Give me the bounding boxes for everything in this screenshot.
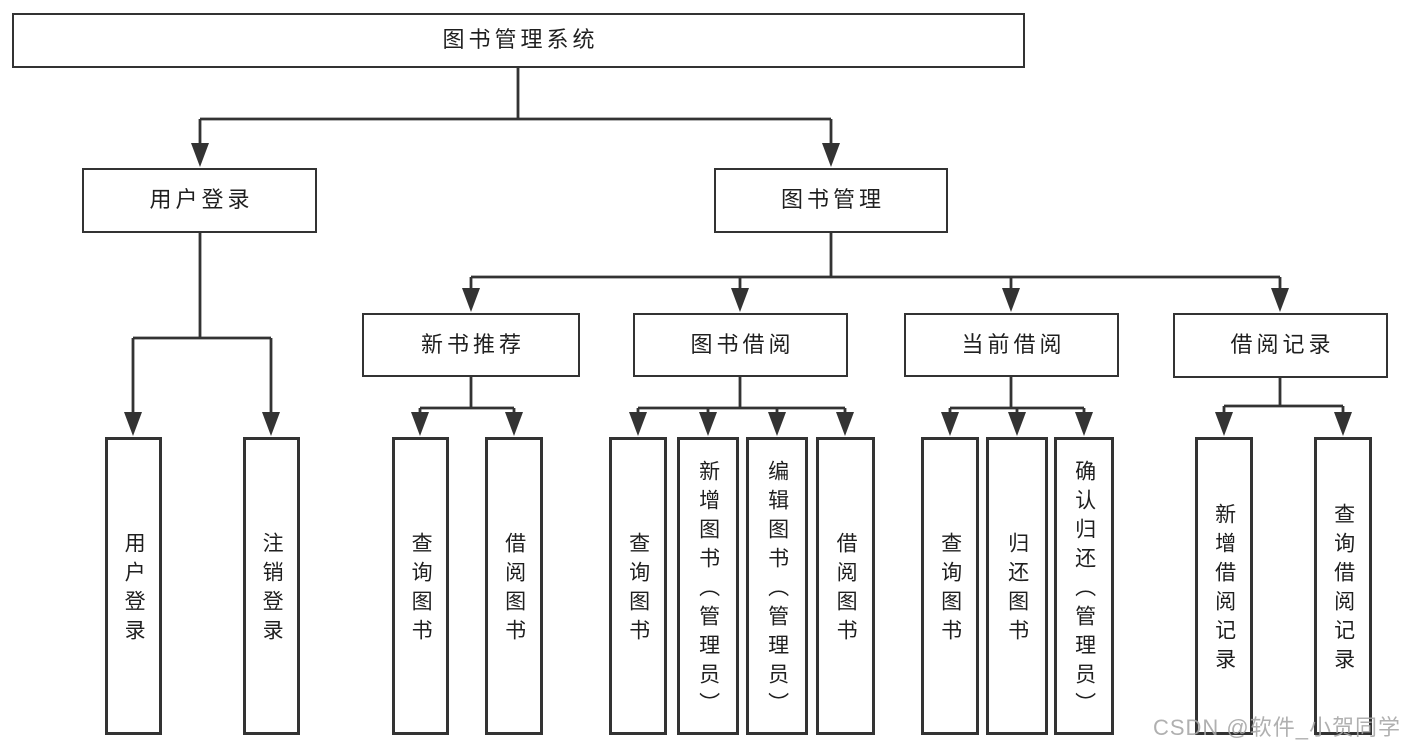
leaf-edit-book-admin: 编辑图书（管理员） bbox=[746, 437, 808, 735]
arrow-down-icon bbox=[191, 143, 209, 167]
arrow-down-icon bbox=[262, 412, 280, 436]
leaf-query-book-recommend: 查询图书 bbox=[392, 437, 449, 735]
arrow-down-icon bbox=[1075, 412, 1093, 436]
arrow-down-icon bbox=[731, 288, 749, 312]
leaf-return-book: 归还图书 bbox=[986, 437, 1048, 735]
node-new-book-recommend: 新书推荐 bbox=[362, 313, 580, 377]
leaf-borrow-book-recommend: 借阅图书 bbox=[485, 437, 543, 735]
arrow-down-icon bbox=[505, 412, 523, 436]
arrow-down-icon bbox=[836, 412, 854, 436]
leaf-add-book-admin: 新增图书（管理员） bbox=[677, 437, 739, 735]
arrow-down-icon bbox=[941, 412, 959, 436]
node-current-borrow: 当前借阅 bbox=[904, 313, 1119, 377]
leaf-borrow-book: 借阅图书 bbox=[816, 437, 875, 735]
arrow-down-icon bbox=[699, 412, 717, 436]
arrow-down-icon bbox=[1334, 412, 1352, 436]
leaf-user-login: 用户登录 bbox=[105, 437, 162, 735]
arrow-down-icon bbox=[822, 143, 840, 167]
node-book-borrow: 图书借阅 bbox=[633, 313, 848, 377]
leaf-add-borrow-record: 新增借阅记录 bbox=[1195, 437, 1253, 735]
leaf-query-borrow-record: 查询借阅记录 bbox=[1314, 437, 1372, 735]
leaf-logout-login: 注销登录 bbox=[243, 437, 300, 735]
arrow-down-icon bbox=[411, 412, 429, 436]
arrow-down-icon bbox=[1002, 288, 1020, 312]
edge-leaf-drops bbox=[418, 406, 1345, 423]
arrow-down-icon bbox=[1008, 412, 1026, 436]
node-user-login: 用户登录 bbox=[82, 168, 317, 233]
arrow-down-icon bbox=[124, 412, 142, 436]
node-borrow-records: 借阅记录 bbox=[1173, 313, 1388, 378]
arrowheads bbox=[124, 143, 1352, 436]
arrow-down-icon bbox=[629, 412, 647, 436]
node-root-system: 图书管理系统 bbox=[12, 13, 1025, 68]
leaf-query-book-borrow: 查询图书 bbox=[609, 437, 667, 735]
leaf-confirm-return-admin: 确认归还（管理员） bbox=[1054, 437, 1114, 735]
leaf-query-book-current: 查询图书 bbox=[921, 437, 979, 735]
arrow-down-icon bbox=[1215, 412, 1233, 436]
arrow-down-icon bbox=[768, 412, 786, 436]
watermark: CSDN @软件_小贺同学 bbox=[1152, 715, 1401, 740]
arrow-down-icon bbox=[1271, 288, 1289, 312]
arrow-down-icon bbox=[462, 288, 480, 312]
node-book-management: 图书管理 bbox=[714, 168, 948, 233]
